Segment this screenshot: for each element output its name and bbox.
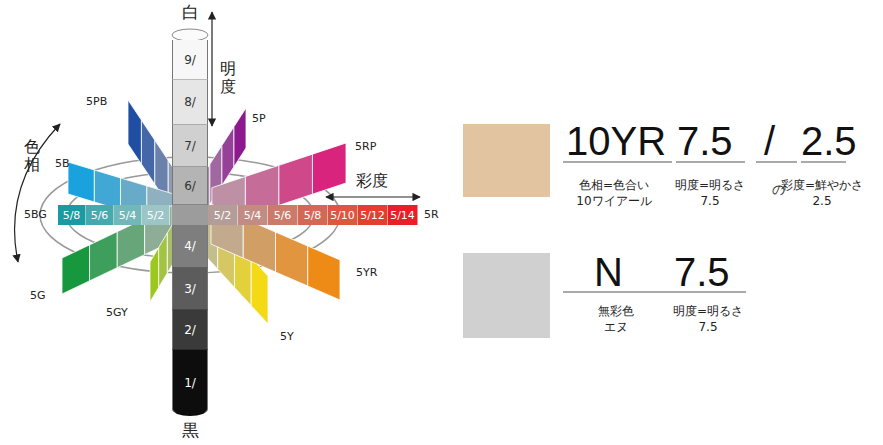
hue-label: 5RP	[355, 141, 376, 154]
hue-wing-cell	[312, 143, 346, 194]
hue-wing-cell	[68, 162, 94, 202]
node-text: 5/10	[330, 209, 355, 222]
notation-note: 無彩色 エヌ	[590, 304, 642, 335]
value-arrow	[211, 12, 212, 126]
value-segment: 3/	[172, 268, 208, 310]
value-segment: 4/	[172, 225, 208, 268]
chroma-cell: 5/2	[208, 205, 238, 225]
hue-label: 5Y	[280, 331, 294, 344]
node-text: 5/4	[119, 209, 137, 222]
notation-note: 彩度=鮮やかさ 2.5	[770, 178, 874, 209]
notation-note: 色相=色合い 10ワイアール	[562, 178, 666, 209]
hue-wing-cell	[243, 218, 275, 272]
node-text: 3/	[184, 282, 196, 296]
axis-label: 彩度	[356, 172, 388, 190]
hue-wing-cell	[94, 170, 120, 210]
node-text: 5/6	[274, 209, 292, 222]
node-text: 9/	[184, 53, 196, 67]
hue-wing-cell	[159, 233, 168, 287]
notation-neutral: N	[594, 252, 623, 292]
hue-label: 5PB	[86, 96, 107, 109]
axis-label: 明度	[220, 60, 236, 95]
node-text: 5/8	[63, 209, 81, 222]
node-text: 5/8	[304, 209, 322, 222]
hue-label: 5B	[55, 158, 70, 171]
node-text: 4/	[184, 239, 196, 253]
value-segment: 2/	[172, 310, 208, 350]
node-text: 5/6	[91, 209, 109, 222]
node-text: 5/2	[147, 209, 165, 222]
chroma-cell: 5/6	[86, 205, 114, 225]
notation-value: 7.5	[677, 121, 733, 161]
hue-wing-cell	[308, 246, 340, 300]
hue-wing-cell	[62, 245, 90, 294]
notation-note: 明度=明るさ 7.5	[670, 178, 750, 209]
gray-swatch	[463, 253, 550, 338]
hue-label: 5P	[252, 113, 266, 126]
bottom-label: 黒	[182, 421, 199, 441]
hue-arrow	[15, 124, 60, 262]
chroma-cell: 5/14	[388, 205, 418, 225]
hue-wing-cell	[117, 219, 145, 268]
node-text: 5/4	[244, 209, 262, 222]
value-segment: 8/	[172, 80, 208, 125]
hue-wing-cell	[279, 154, 313, 205]
top-label: 白	[182, 3, 199, 23]
hue-wing-cell	[128, 100, 141, 164]
chroma-cell: 5/8	[298, 205, 328, 225]
hue-label: 5YR	[356, 267, 377, 280]
hue-wing-cell	[150, 248, 159, 302]
chroma-cell: 5/4	[238, 205, 268, 225]
node-text: 1/	[184, 376, 196, 390]
value-segment: 9/	[172, 40, 208, 80]
chroma-cell: 5/6	[268, 205, 298, 225]
hue-label: 5GY	[106, 307, 128, 320]
chroma-cell: 5/4	[114, 205, 142, 225]
hue-wing-cell	[90, 232, 118, 281]
hue-label: 5G	[30, 290, 46, 303]
hue-wings	[62, 100, 346, 324]
hue-label: 5BG	[24, 209, 47, 222]
notation-value: 7.5	[674, 252, 730, 292]
node-text: 5/14	[390, 209, 415, 222]
chroma-cell: 5/2	[142, 205, 170, 225]
color-swatch	[463, 124, 550, 197]
chroma-arrow	[326, 196, 420, 197]
hue-wing-cell	[141, 120, 154, 184]
node-text: 8/	[184, 95, 196, 109]
value-segment: 6/	[172, 167, 208, 205]
notation-chroma: 2.5	[801, 121, 857, 161]
hue-wing-cell	[234, 108, 246, 167]
value-segment: 1/	[172, 350, 208, 416]
node-text: 6/	[184, 179, 196, 193]
chroma-cell: 5/12	[358, 205, 388, 225]
notation-slash: /	[764, 121, 775, 161]
chroma-cell: 5/8	[58, 205, 86, 225]
chroma-cell: 5/10	[328, 205, 358, 225]
node-text: 5/2	[214, 209, 232, 222]
axis-label: 色相	[24, 138, 40, 173]
hue-wing-cell	[222, 127, 234, 186]
node-text: 2/	[184, 323, 196, 337]
notation-hue: 10YR	[566, 121, 666, 161]
notation-note: 明度=明るさ 7.5	[668, 304, 748, 335]
value-segment: 7/	[172, 125, 208, 167]
hue-label: 5R	[424, 209, 439, 222]
hue-wing-cell	[276, 232, 308, 286]
value-five-band	[172, 205, 208, 225]
node-text: 5/12	[360, 209, 385, 222]
node-text: 7/	[184, 139, 196, 153]
